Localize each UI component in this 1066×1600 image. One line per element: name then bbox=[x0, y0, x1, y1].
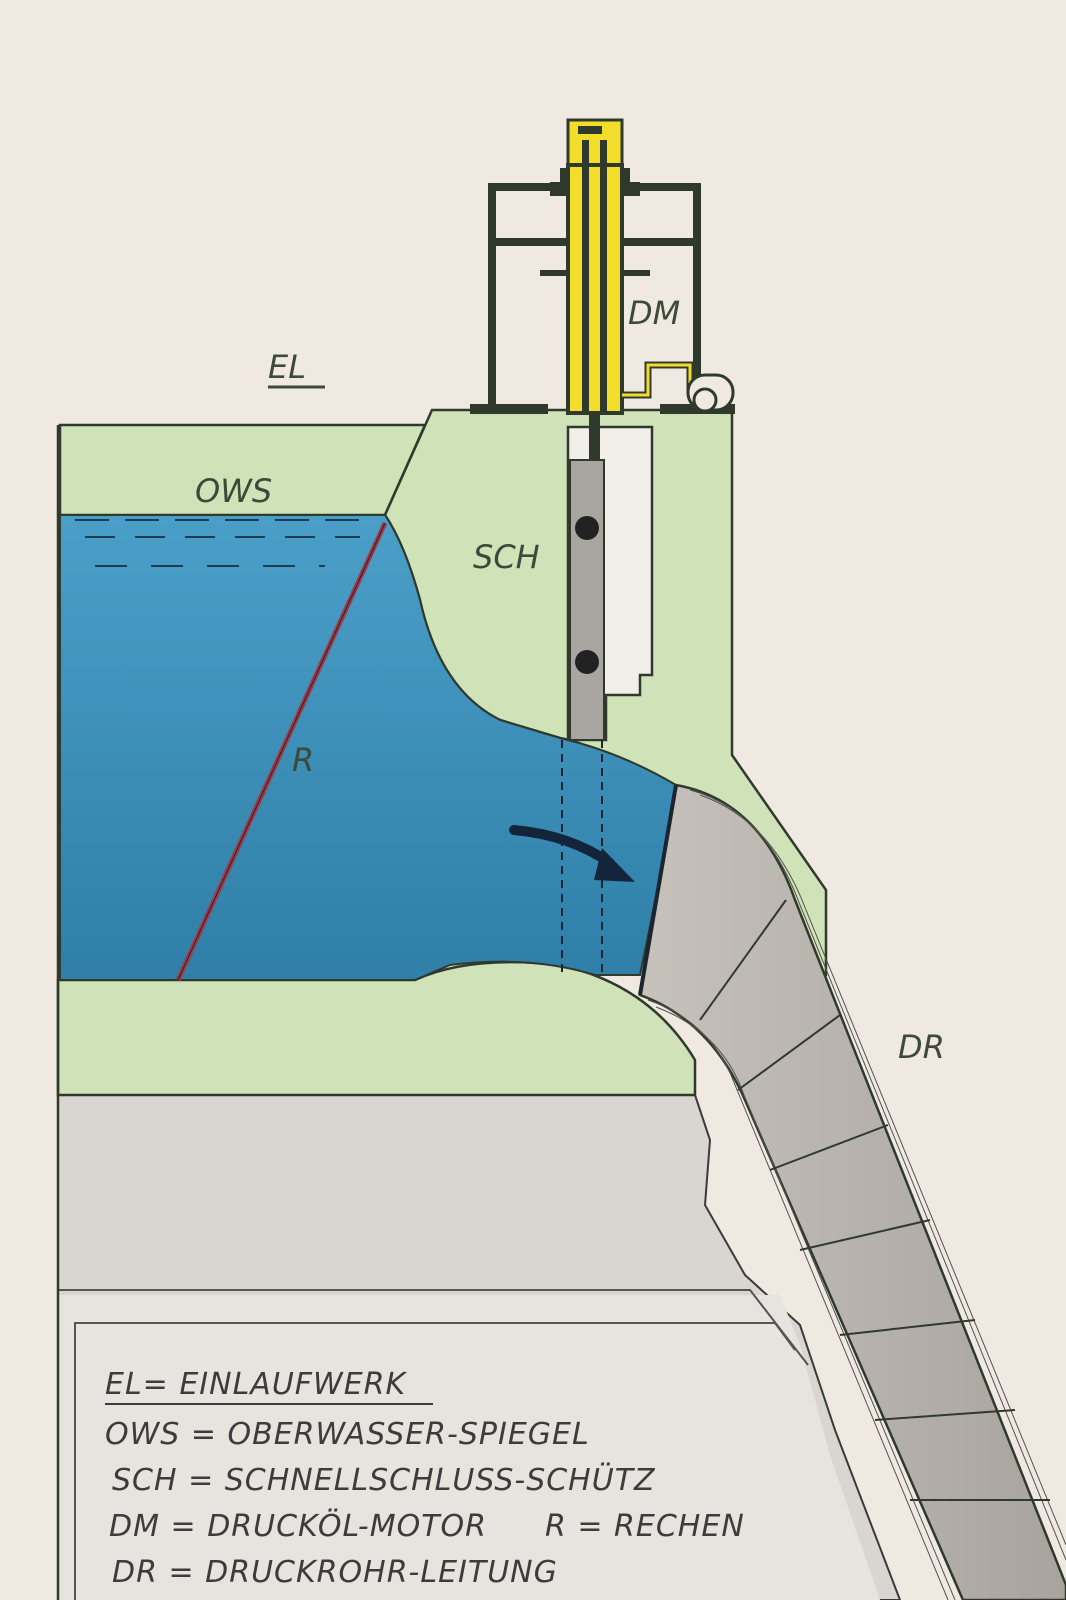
legend-box bbox=[58, 1289, 880, 1600]
label-sch: SCH bbox=[473, 538, 540, 576]
headwater bbox=[59, 514, 678, 981]
label-dm: DM bbox=[628, 294, 680, 332]
sluice-gate bbox=[561, 459, 605, 975]
legend-line-r: R = RECHEN bbox=[545, 1509, 745, 1544]
label-ows: OWS bbox=[195, 472, 272, 510]
label-r: R bbox=[292, 741, 314, 779]
label-dr: DR bbox=[898, 1028, 945, 1066]
oil-cylinder bbox=[566, 118, 694, 461]
legend-line-dr: DR = DRUCKROHR-LEITUNG bbox=[112, 1555, 558, 1590]
label-el: EL bbox=[268, 348, 306, 386]
pump-motor bbox=[686, 373, 735, 413]
penstock-joints bbox=[699, 899, 1050, 1501]
legend-line-sch: SCH = SCHNELLSCHLUSS-SCHÜTZ bbox=[112, 1462, 656, 1498]
lower-concrete bbox=[56, 960, 697, 1097]
flow-arrow bbox=[509, 825, 635, 882]
legend-line-ows: OWS = OBERWASSER-SPIEGEL bbox=[105, 1417, 590, 1452]
water-surface-dashes bbox=[75, 519, 360, 567]
legend-line-dm: DM = DRUCKÖL-MOTOR bbox=[109, 1508, 487, 1544]
penstock bbox=[638, 783, 1066, 1600]
legend-title: EL= EINLAUFWERK bbox=[105, 1367, 407, 1402]
